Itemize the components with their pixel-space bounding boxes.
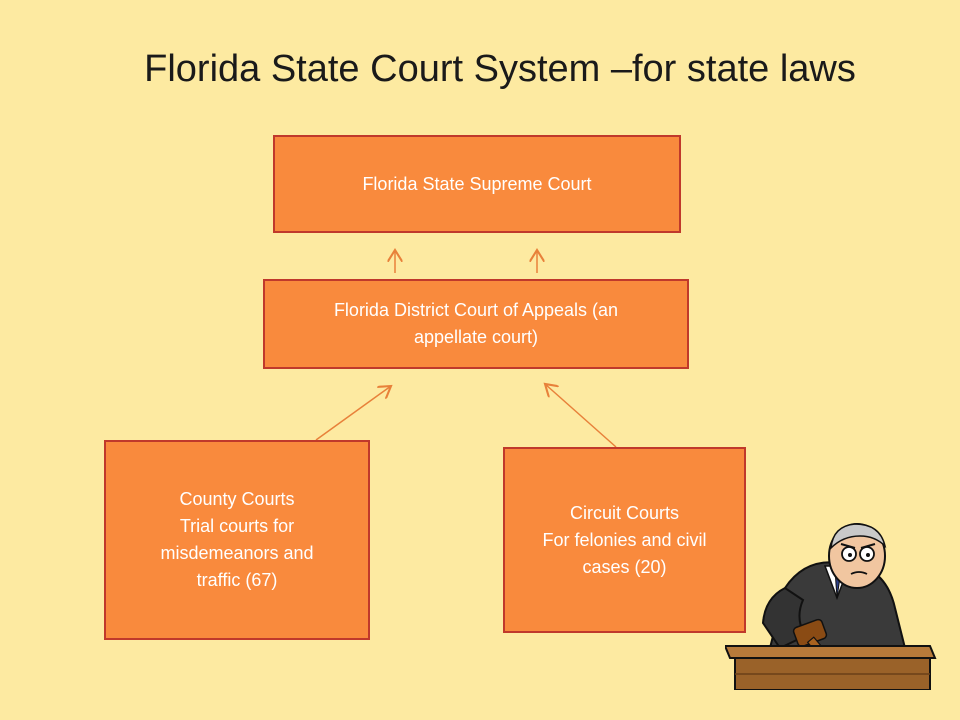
district-court-box: Florida District Court of Appeals (an ap… <box>263 279 689 369</box>
county-courts-desc-1: Trial courts for <box>179 516 295 536</box>
arrow-county-to-district <box>315 386 391 441</box>
supreme-court-box: Florida State Supreme Court <box>273 135 681 233</box>
judge-with-gavel-clipart <box>725 523 937 690</box>
district-court-sublabel: appellate court) <box>413 327 539 347</box>
county-courts-desc-2: misdemeanors and <box>160 543 314 563</box>
district-court-label: Florida District Court of Appeals (an <box>333 300 619 320</box>
county-courts-label: County Courts <box>179 489 295 509</box>
circuit-courts-desc-1: For felonies and civil <box>542 529 707 550</box>
county-courts-desc-3: traffic (67) <box>196 570 278 590</box>
arrow-circuit-to-district <box>545 384 617 448</box>
supreme-court-label: Florida State Supreme Court <box>362 173 592 194</box>
circuit-courts-box: Circuit Courts For felonies and civil ca… <box>503 447 746 633</box>
circuit-courts-label: Circuit Courts <box>569 502 679 523</box>
circuit-courts-desc-2: cases (20) <box>582 556 667 577</box>
page-title: Florida State Court System –for state la… <box>144 48 856 90</box>
county-courts-box: County Courts Trial courts for misdemean… <box>104 440 370 640</box>
